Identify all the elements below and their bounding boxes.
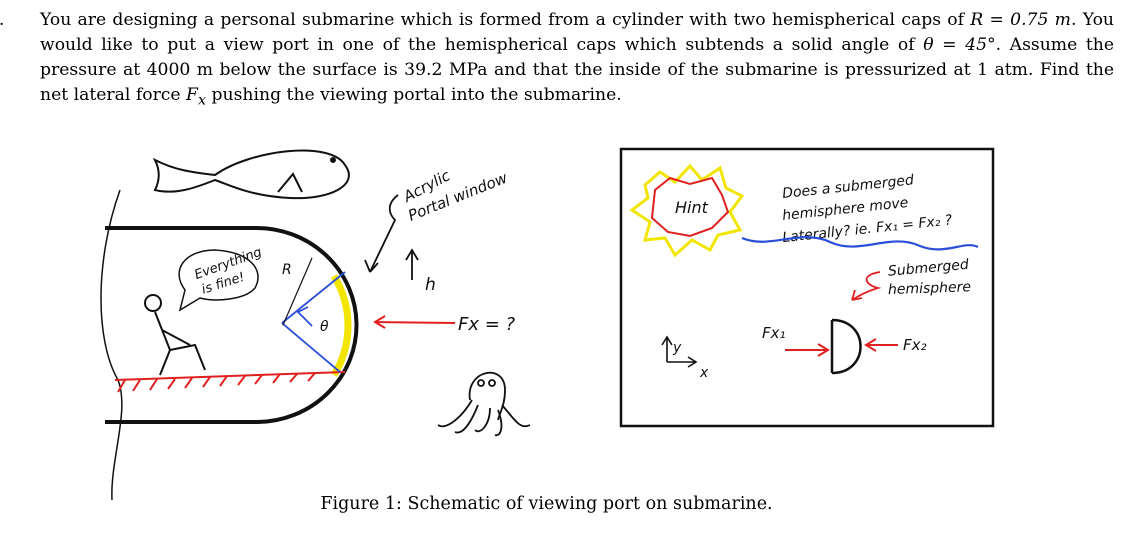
theta-angle bbox=[281, 271, 346, 373]
force-subscript: x bbox=[197, 92, 207, 109]
radius-label: R bbox=[282, 262, 292, 278]
problem-text-2: . You would like to put a view port in o… bbox=[40, 10, 1114, 55]
submerged-label-2: hemisphere bbox=[888, 279, 972, 298]
wave-line bbox=[741, 236, 979, 251]
problem-text-1: You are designing a personal submarine w… bbox=[40, 10, 971, 30]
lateral-force-arrow bbox=[373, 315, 456, 329]
depth-label: h bbox=[425, 275, 436, 295]
submerged-pointer bbox=[851, 271, 882, 301]
axis-x-label: x bbox=[699, 365, 709, 381]
seabed-line bbox=[114, 371, 346, 393]
angle-equation: θ = 45° bbox=[923, 35, 996, 55]
hint-burst bbox=[629, 163, 745, 258]
speech-bubble: Everything is fine! bbox=[178, 245, 264, 312]
problem-text-3: . Assume the pressure at 4000 m below th… bbox=[40, 35, 1114, 105]
force-arrow-2 bbox=[864, 338, 898, 352]
force-arrow-1 bbox=[785, 343, 830, 357]
theta-label: θ bbox=[320, 319, 329, 335]
axes-icon bbox=[661, 335, 698, 368]
figure-caption: Figure 1: Schematic of viewing port on s… bbox=[320, 494, 773, 514]
fish-drawing bbox=[152, 149, 350, 200]
portal-pointer-arrow bbox=[364, 194, 399, 273]
radius-equation: R = 0.75 m bbox=[970, 10, 1071, 30]
force-symbol: F bbox=[186, 85, 198, 105]
force-2-label: Fx₂ bbox=[903, 336, 927, 354]
hint-label: Hint bbox=[675, 198, 709, 217]
problem-number: 1. bbox=[0, 8, 40, 33]
submerged-label-1: Submerged bbox=[887, 257, 969, 280]
problem-statement: 1.You are designing a personal submarine… bbox=[0, 8, 1114, 113]
force-1-label: Fx₁ bbox=[762, 324, 786, 342]
submarine-hull bbox=[100, 189, 359, 501]
octopus-drawing bbox=[437, 371, 531, 437]
stick-figure bbox=[144, 294, 206, 376]
problem-text-4: pushing the viewing portal into the subm… bbox=[206, 85, 622, 105]
radius-line bbox=[282, 257, 313, 326]
lateral-force-label: Fx = ? bbox=[458, 314, 516, 335]
hint-panel bbox=[619, 147, 995, 428]
portal-window bbox=[330, 274, 352, 377]
hemisphere-drawing bbox=[830, 318, 862, 375]
problem-paragraph: 1.You are designing a personal submarine… bbox=[0, 8, 1114, 113]
axis-y-label: y bbox=[672, 340, 682, 356]
depth-arrow bbox=[405, 248, 419, 280]
